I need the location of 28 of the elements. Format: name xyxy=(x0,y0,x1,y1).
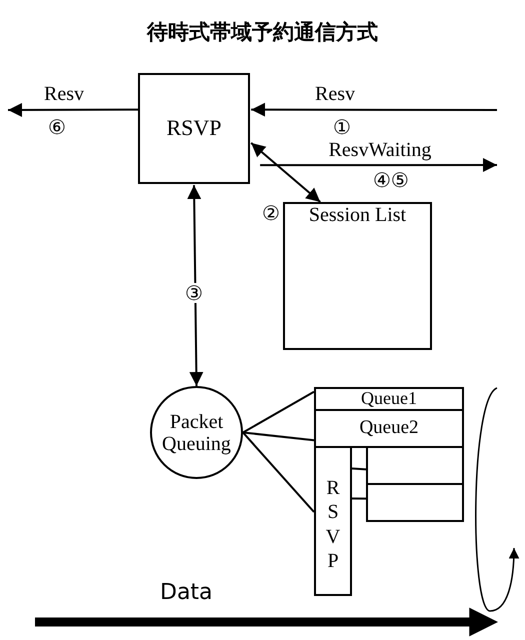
node-label: Session List xyxy=(308,204,406,226)
arrow xyxy=(8,102,138,117)
edge-label: ResvWaiting xyxy=(328,140,432,160)
node-label: RSVP xyxy=(324,476,342,574)
arrow xyxy=(187,185,204,386)
arrow xyxy=(260,158,497,172)
step-number: ① xyxy=(333,117,351,137)
process-box xyxy=(138,73,250,184)
connector-line xyxy=(242,390,314,434)
step-number: ⑥ xyxy=(48,117,66,137)
diagram-title: 待時式帯域予約通信方式 xyxy=(146,19,379,46)
connector-line xyxy=(242,432,315,513)
connector-line xyxy=(352,498,366,500)
step-number: ③ xyxy=(185,283,203,303)
node-label: Queue1 xyxy=(361,389,417,409)
step-number: ④⑤ xyxy=(373,170,409,190)
arrow xyxy=(251,102,497,117)
queue-box xyxy=(314,446,352,596)
list-box xyxy=(283,202,432,350)
node-label: Queue2 xyxy=(359,418,419,439)
step-number: ② xyxy=(262,203,280,223)
node-label: RSVP xyxy=(166,116,222,141)
node-label: Packet Queuing xyxy=(161,410,232,454)
connector-line xyxy=(352,468,366,470)
queue-box xyxy=(314,409,464,448)
connector-line xyxy=(242,432,314,442)
queue-box xyxy=(314,387,464,411)
arrow xyxy=(250,142,321,203)
